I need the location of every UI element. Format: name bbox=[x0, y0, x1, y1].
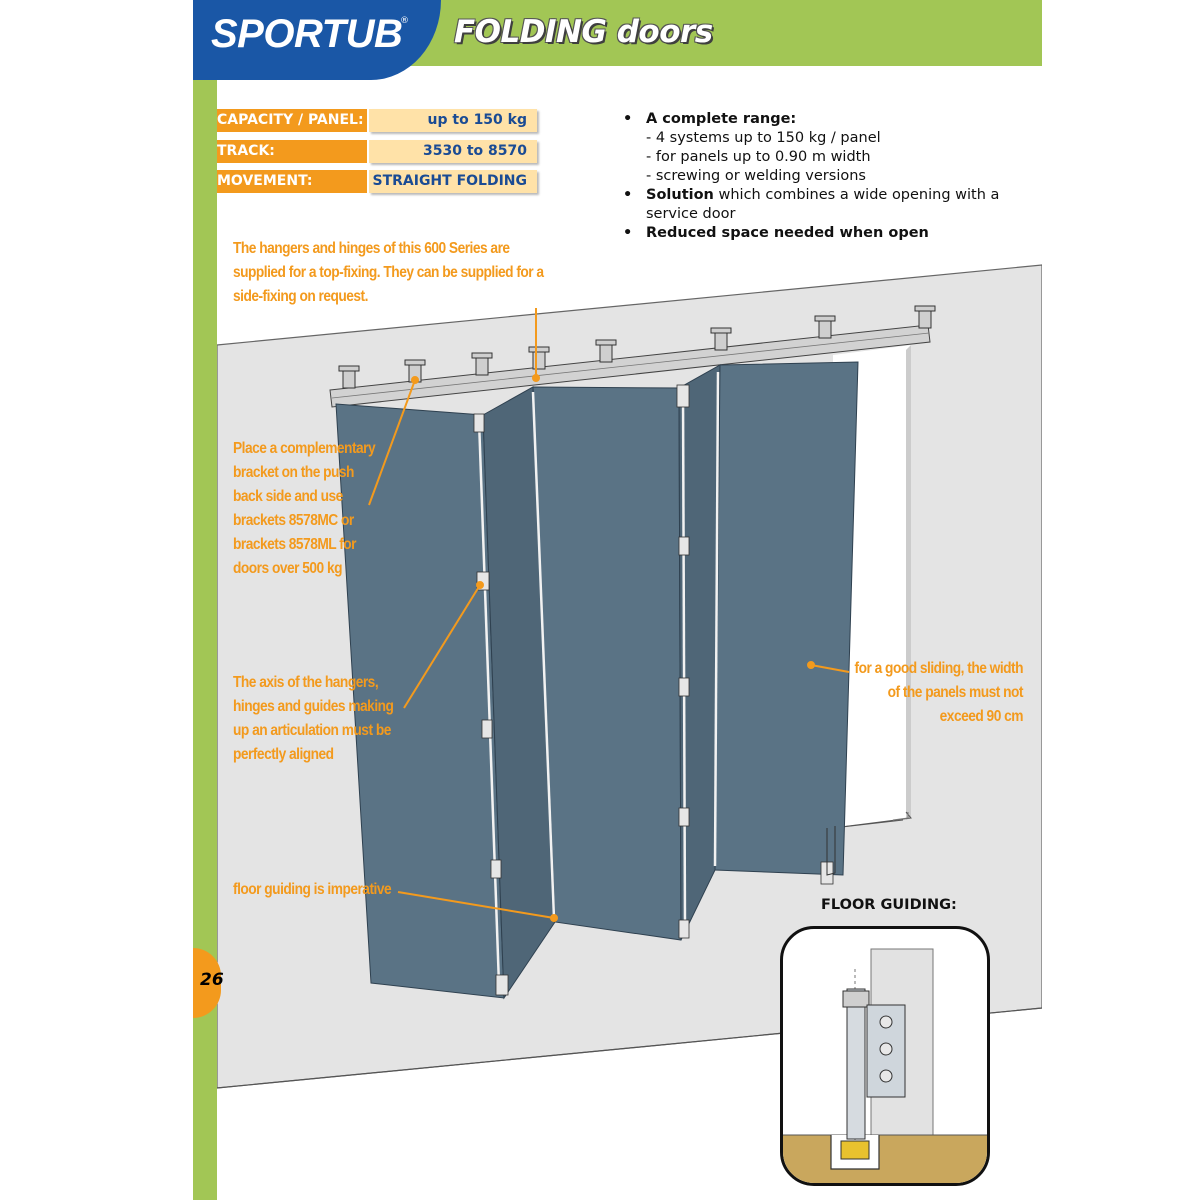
floor-guiding-detail bbox=[780, 926, 990, 1186]
track bbox=[329, 324, 931, 408]
page-title: FOLDING doors bbox=[454, 14, 713, 50]
page-number: 26 bbox=[200, 970, 224, 990]
door-panel-3 bbox=[532, 386, 682, 941]
door-panel-5 bbox=[714, 361, 859, 876]
floor-guiding-drawing bbox=[783, 948, 987, 1183]
hinge-lines bbox=[477, 371, 720, 986]
brand-tab: SPORTUB ® bbox=[193, 0, 441, 80]
leader-lines bbox=[368, 308, 850, 922]
spec-label: MOVEMENT: bbox=[217, 170, 367, 193]
note-panel-width: for a good sliding, the width of the pan… bbox=[854, 660, 1024, 725]
feature-range-item: - for panels up to 0.90 m width bbox=[646, 149, 871, 165]
feature-range-item: - screwing or welding versions bbox=[646, 168, 866, 184]
spec-value: STRAIGHT FOLDING bbox=[369, 170, 537, 193]
spec-label: TRACK: bbox=[217, 140, 367, 163]
feature-list: A complete range: - 4 systems up to 150 … bbox=[623, 110, 1023, 243]
note-hangers: The hangers and hinges of this 600 Serie… bbox=[233, 240, 544, 305]
catalog-page: SPORTUB ® FOLDING doors 26 CAPACITY / PA… bbox=[193, 0, 1042, 1200]
hinges bbox=[473, 384, 834, 996]
feature-range-title: A complete range: bbox=[623, 110, 1023, 129]
spec-label: CAPACITY / PANEL: bbox=[217, 109, 367, 132]
feature-reduced-space: Reduced space needed when open bbox=[623, 224, 1023, 243]
side-stripe bbox=[193, 80, 217, 1200]
spec-value: 3530 to 8570 bbox=[369, 140, 537, 163]
spec-value: up to 150 kg bbox=[369, 109, 537, 132]
registered-mark: ® bbox=[400, 16, 409, 26]
floor-guiding-title: FLOOR GUIDING: bbox=[821, 897, 957, 913]
brand-logo: SPORTUB bbox=[211, 12, 403, 56]
feature-range-item: - 4 systems up to 150 kg / panel bbox=[646, 130, 881, 146]
note-bracket: Place a complementary bracket on the pus… bbox=[233, 440, 376, 577]
feature-solution: Solution which combines a wide opening w… bbox=[623, 186, 1023, 224]
folding-door-illustration bbox=[216, 264, 1042, 1200]
note-floor-guiding: floor guiding is imperative bbox=[233, 881, 392, 898]
note-axis: The axis of the hangers, hinges and guid… bbox=[233, 674, 394, 763]
